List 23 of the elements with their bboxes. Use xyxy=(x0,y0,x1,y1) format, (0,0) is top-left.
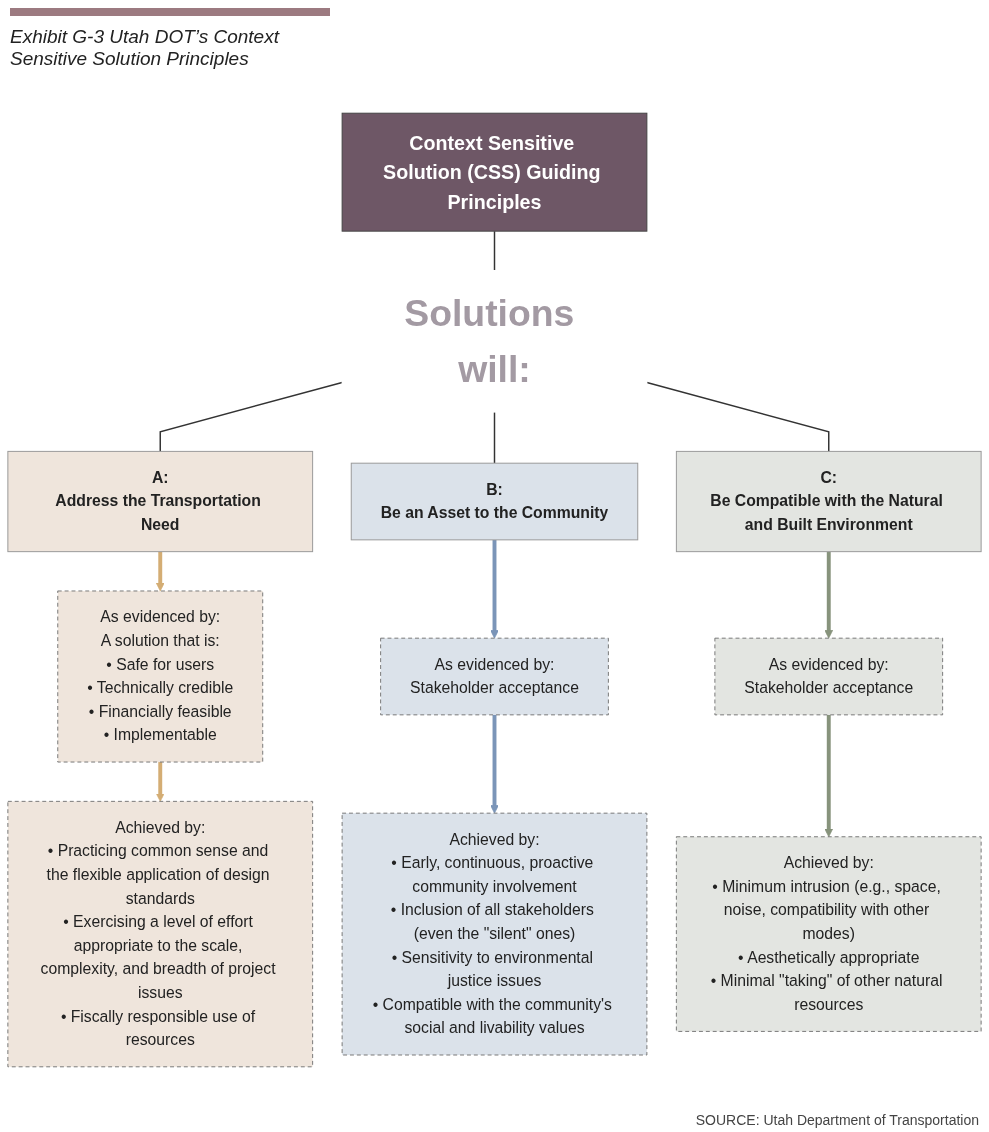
arrow xyxy=(824,551,834,639)
source-note: SOURCE: Utah Department of Transportation xyxy=(695,1112,979,1128)
arrow xyxy=(824,714,834,838)
node-box: Achieved by: • Early, continuous, proactive community involvement • Inclusion of all stakeholders (even the "silent" ones) • Sensitivity to environmental justice issues • Compatible with the community's social and livability values xyxy=(341,812,648,1056)
node-box: Context Sensitive Solution (CSS) Guiding Principles xyxy=(341,112,648,232)
connector xyxy=(493,411,496,464)
arrow xyxy=(490,539,499,639)
node-box: As evidenced by: Stakeholder acceptance xyxy=(714,637,944,716)
node-box: As evidenced by: Stakeholder acceptance xyxy=(380,637,609,716)
node-box: A: Address the Transportation Need xyxy=(7,450,314,553)
connector xyxy=(493,230,496,272)
node-box: C: Be Compatible with the Natural and Built Environment xyxy=(675,450,982,553)
node-box: B: Be an Asset to the Community xyxy=(350,462,639,541)
node-text: Solutions will: xyxy=(404,292,575,390)
node-box: Achieved by: • Practicing common sense and the flexible application of design standards • Exercising a level of effort appropriate to the scale, complexity, and breadth of project issues • Fiscally responsible use of resources xyxy=(7,800,314,1068)
connector xyxy=(159,381,343,453)
exhibit-title: Exhibit G-3 Utah DOT’s Context Sensitive Solution Principles xyxy=(10,8,330,70)
arrow xyxy=(490,714,499,814)
node-box: As evidenced by: A solution that is: • Safe for users • Technically credible • Financially feasible • Implementable xyxy=(57,590,264,763)
node-box: Achieved by: • Minimum intrusion (e.g., space, noise, compatibility with other modes) • Aesthetically appropriate • Minimal "taking" of other natural resources xyxy=(675,836,982,1032)
connector xyxy=(646,381,830,453)
arrow xyxy=(155,762,165,802)
arrow xyxy=(155,551,165,592)
